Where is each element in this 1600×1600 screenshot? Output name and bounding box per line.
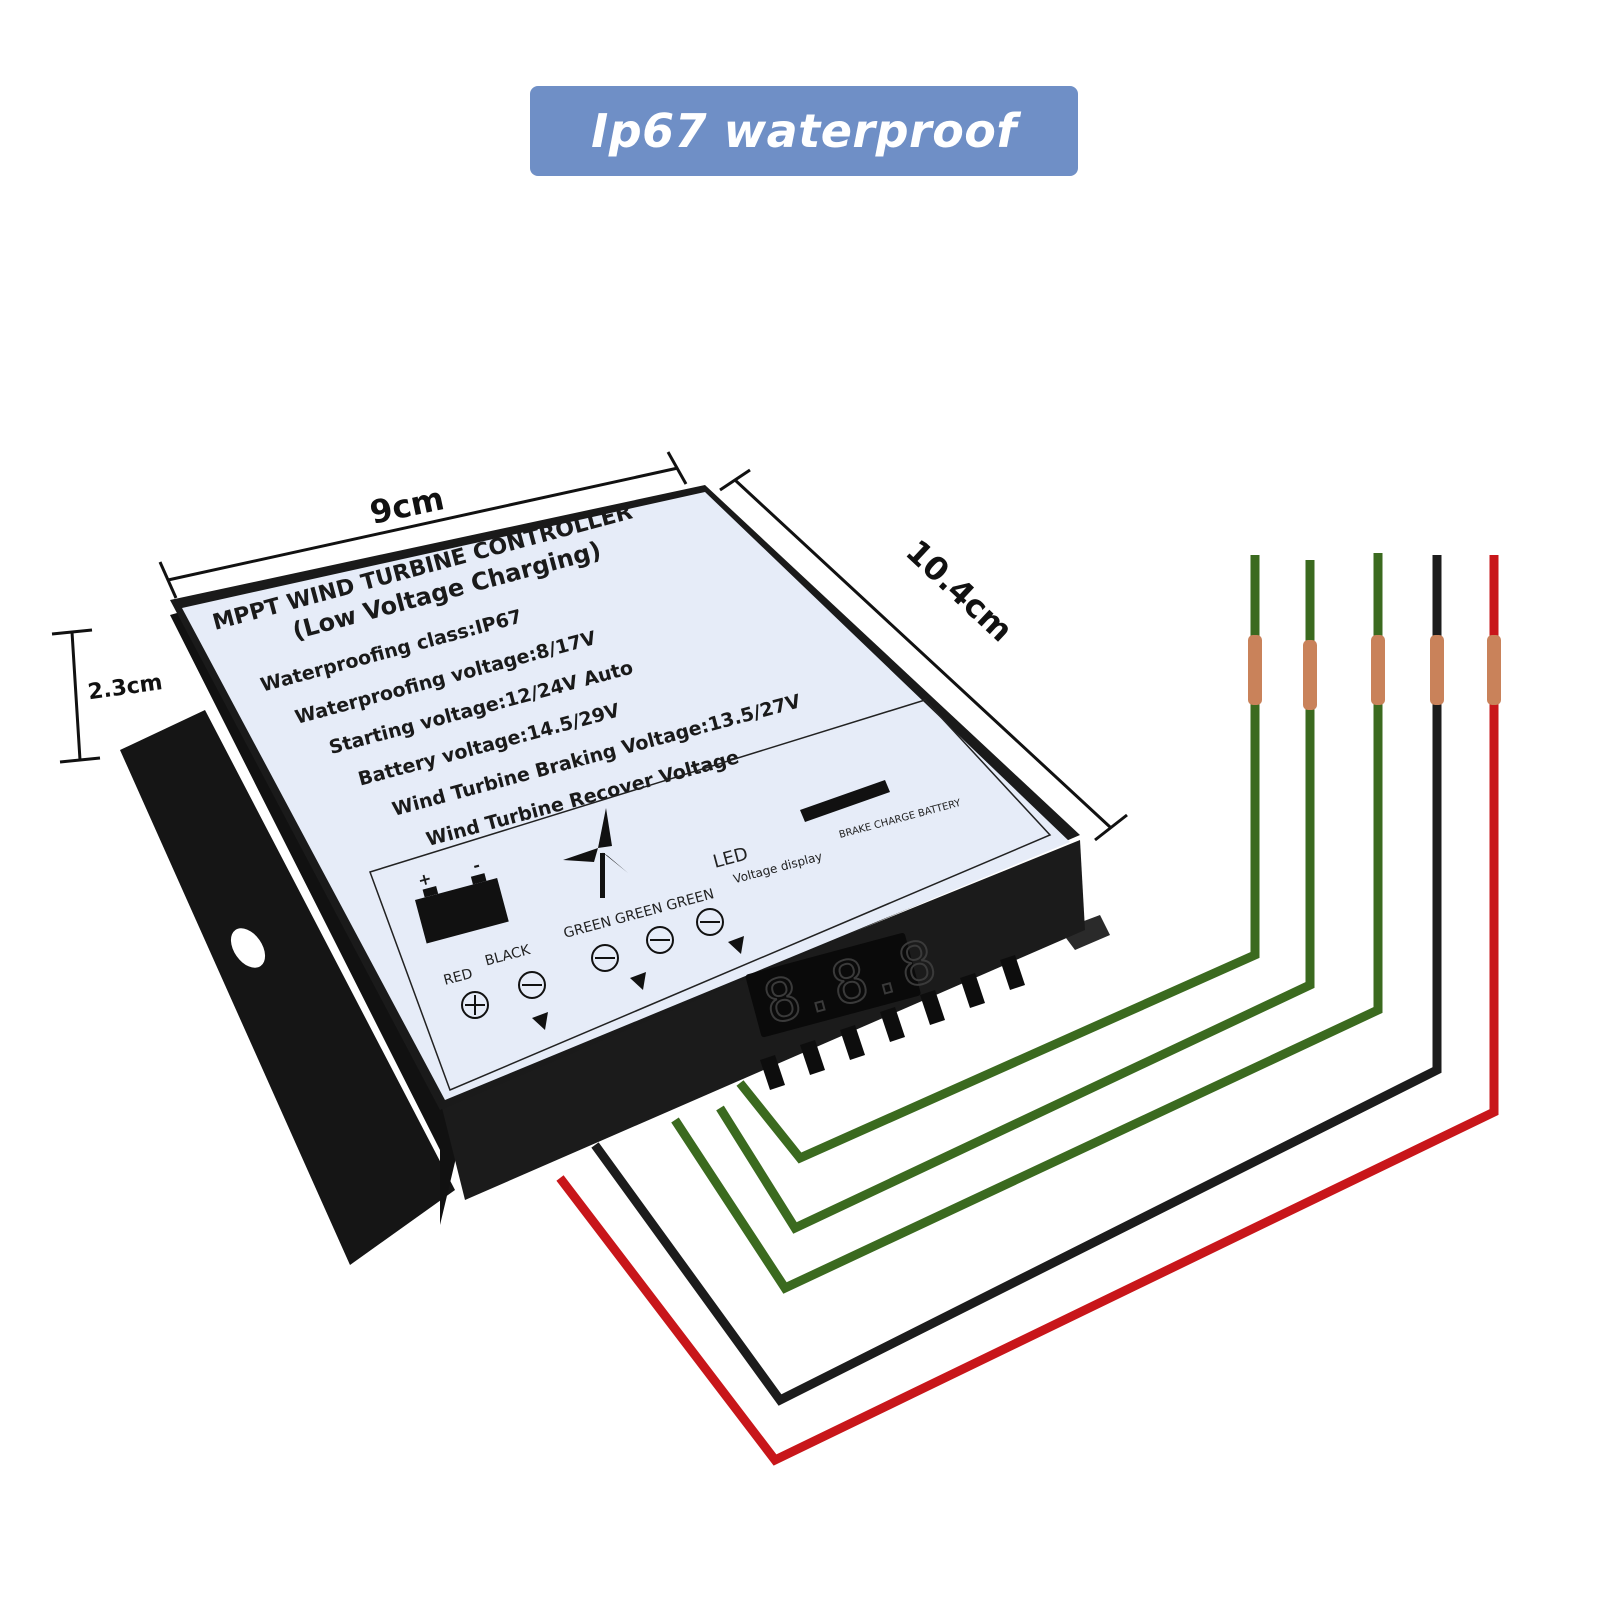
copper-end-black: [1430, 635, 1444, 705]
wire-red: [556, 555, 1499, 1466]
dimension-width: [158, 451, 688, 599]
wire-green-2: [716, 560, 1315, 1234]
case-side-left: [170, 605, 465, 1225]
wind-turbine-icon: [563, 808, 628, 898]
dimension-depth: [719, 468, 1128, 842]
copper-end-red: [1487, 635, 1501, 705]
copper-end-green-2: [1303, 640, 1317, 710]
copper-ends: [1248, 635, 1501, 710]
heat-sink-fins: [760, 955, 1025, 1090]
wire-green-3: [671, 553, 1383, 1294]
banner-title: Ip67 waterproof: [591, 104, 1017, 158]
dimension-height-label: 2.3cm: [86, 670, 164, 705]
dimension-depth-label: 10.4cm: [898, 532, 1020, 649]
copper-end-green-1: [1248, 635, 1262, 705]
battery-icon: + -: [415, 855, 509, 944]
wire-green-1: [736, 555, 1260, 1164]
right-flange: [1060, 915, 1110, 950]
waterproof-banner: Ip67 waterproof: [530, 86, 1078, 176]
copper-end-green-3: [1371, 635, 1385, 705]
indicator-light-bar: [800, 780, 890, 822]
battery-plus: +: [416, 868, 434, 890]
wires: [556, 553, 1499, 1466]
panel-outline: [369, 699, 1052, 1091]
mounting-hole: [230, 928, 266, 968]
battery-minus: -: [471, 855, 482, 875]
mounting-flange: [120, 710, 455, 1265]
wire-black: [591, 555, 1442, 1406]
terminal-red-label: RED: [442, 966, 475, 989]
dimension-height: [51, 628, 101, 764]
terminal-arrows: [532, 936, 744, 1030]
dimension-width-label: 9cm: [366, 479, 447, 532]
terminal-symbols: [461, 908, 724, 1019]
controller-device: [120, 485, 1110, 1265]
top-label: [182, 492, 1070, 1100]
